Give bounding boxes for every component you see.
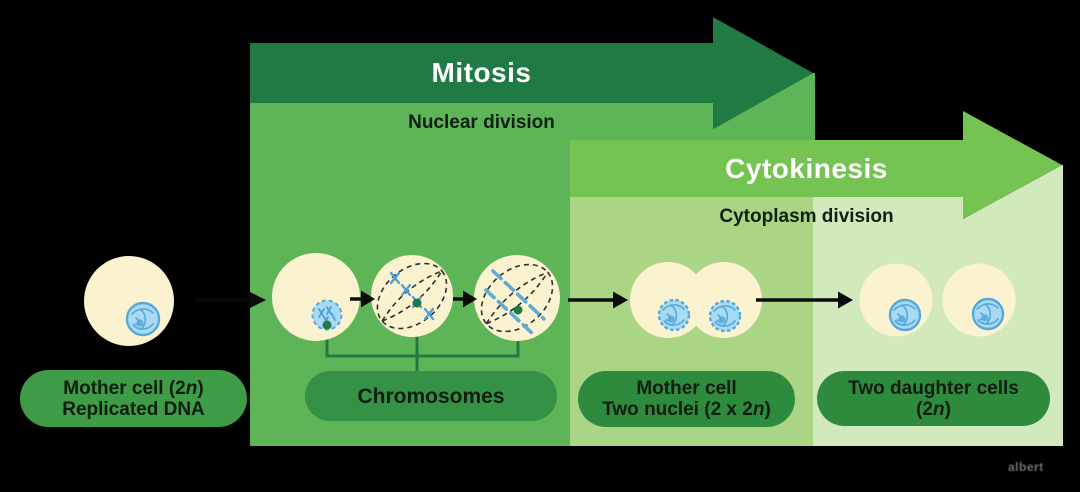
mitosis-subtitle: Nuclear division bbox=[408, 112, 555, 133]
label-line: Mother cell bbox=[636, 378, 737, 399]
label-text: (2 bbox=[916, 398, 933, 420]
cytokinesis-title: Cytokinesis bbox=[725, 152, 888, 184]
nucleus-icon bbox=[708, 299, 742, 333]
flow-arrow-4 bbox=[568, 291, 628, 309]
prophase-cell bbox=[272, 253, 360, 341]
label-text-italic: n bbox=[185, 377, 198, 399]
label-text: ) bbox=[944, 398, 951, 420]
nucleus-icon bbox=[125, 301, 161, 337]
label-line: Replicated DNA bbox=[62, 398, 205, 420]
dividing-cell-label: Mother cell Two nuclei (2 x 2n) bbox=[578, 371, 795, 427]
cytokinesis-arrowhead bbox=[963, 111, 1062, 219]
label-text: Mother cell (2 bbox=[63, 377, 186, 399]
daughter-cell-2 bbox=[942, 263, 1016, 337]
label-line: Two nuclei (2 x 2n) bbox=[602, 399, 771, 420]
flow-arrow-3 bbox=[453, 290, 477, 308]
watermark-logo: albert bbox=[1008, 460, 1044, 474]
label-line: Chromosomes bbox=[357, 384, 505, 408]
dividing-mother-cell bbox=[630, 262, 762, 338]
label-text: Two nuclei (2 x 2 bbox=[602, 399, 753, 420]
anaphase-cell bbox=[474, 255, 560, 341]
daughter-cells-label: Two daughter cells (2n) bbox=[817, 371, 1050, 426]
mitosis-arrowhead bbox=[713, 17, 813, 129]
label-line: (2n) bbox=[916, 399, 951, 420]
cytokinesis-arrow-band bbox=[570, 140, 963, 197]
nucleus-icon bbox=[888, 298, 922, 332]
label-text-italic: n bbox=[752, 399, 765, 420]
mother-cell bbox=[84, 256, 174, 346]
label-text-italic: n bbox=[932, 398, 945, 420]
nucleus-icon bbox=[971, 297, 1005, 331]
mother-cell-label: Mother cell (2n) Replicated DNA bbox=[20, 370, 247, 427]
cytokinesis-subtitle: Cytoplasm division bbox=[719, 206, 894, 227]
flow-arrow-2 bbox=[350, 290, 375, 308]
label-text: ) bbox=[764, 399, 771, 420]
chromosome-plate-icon bbox=[389, 271, 435, 321]
label-line: Two daughter cells bbox=[848, 377, 1019, 399]
separating-chromosomes-icon bbox=[484, 269, 546, 336]
flow-arrow-5 bbox=[756, 291, 853, 309]
flow-arrow-1 bbox=[195, 291, 266, 309]
connector-dots bbox=[322, 298, 523, 330]
mitosis-title: Mitosis bbox=[431, 57, 532, 88]
label-line: Mother cell (2n) bbox=[63, 378, 203, 399]
label-text: ) bbox=[197, 377, 204, 399]
chromosomes-label: Chromosomes bbox=[305, 371, 557, 421]
nucleus-icon bbox=[657, 298, 691, 332]
daughter-cell-1 bbox=[859, 263, 933, 337]
mitosis-arrow-band bbox=[250, 43, 713, 103]
